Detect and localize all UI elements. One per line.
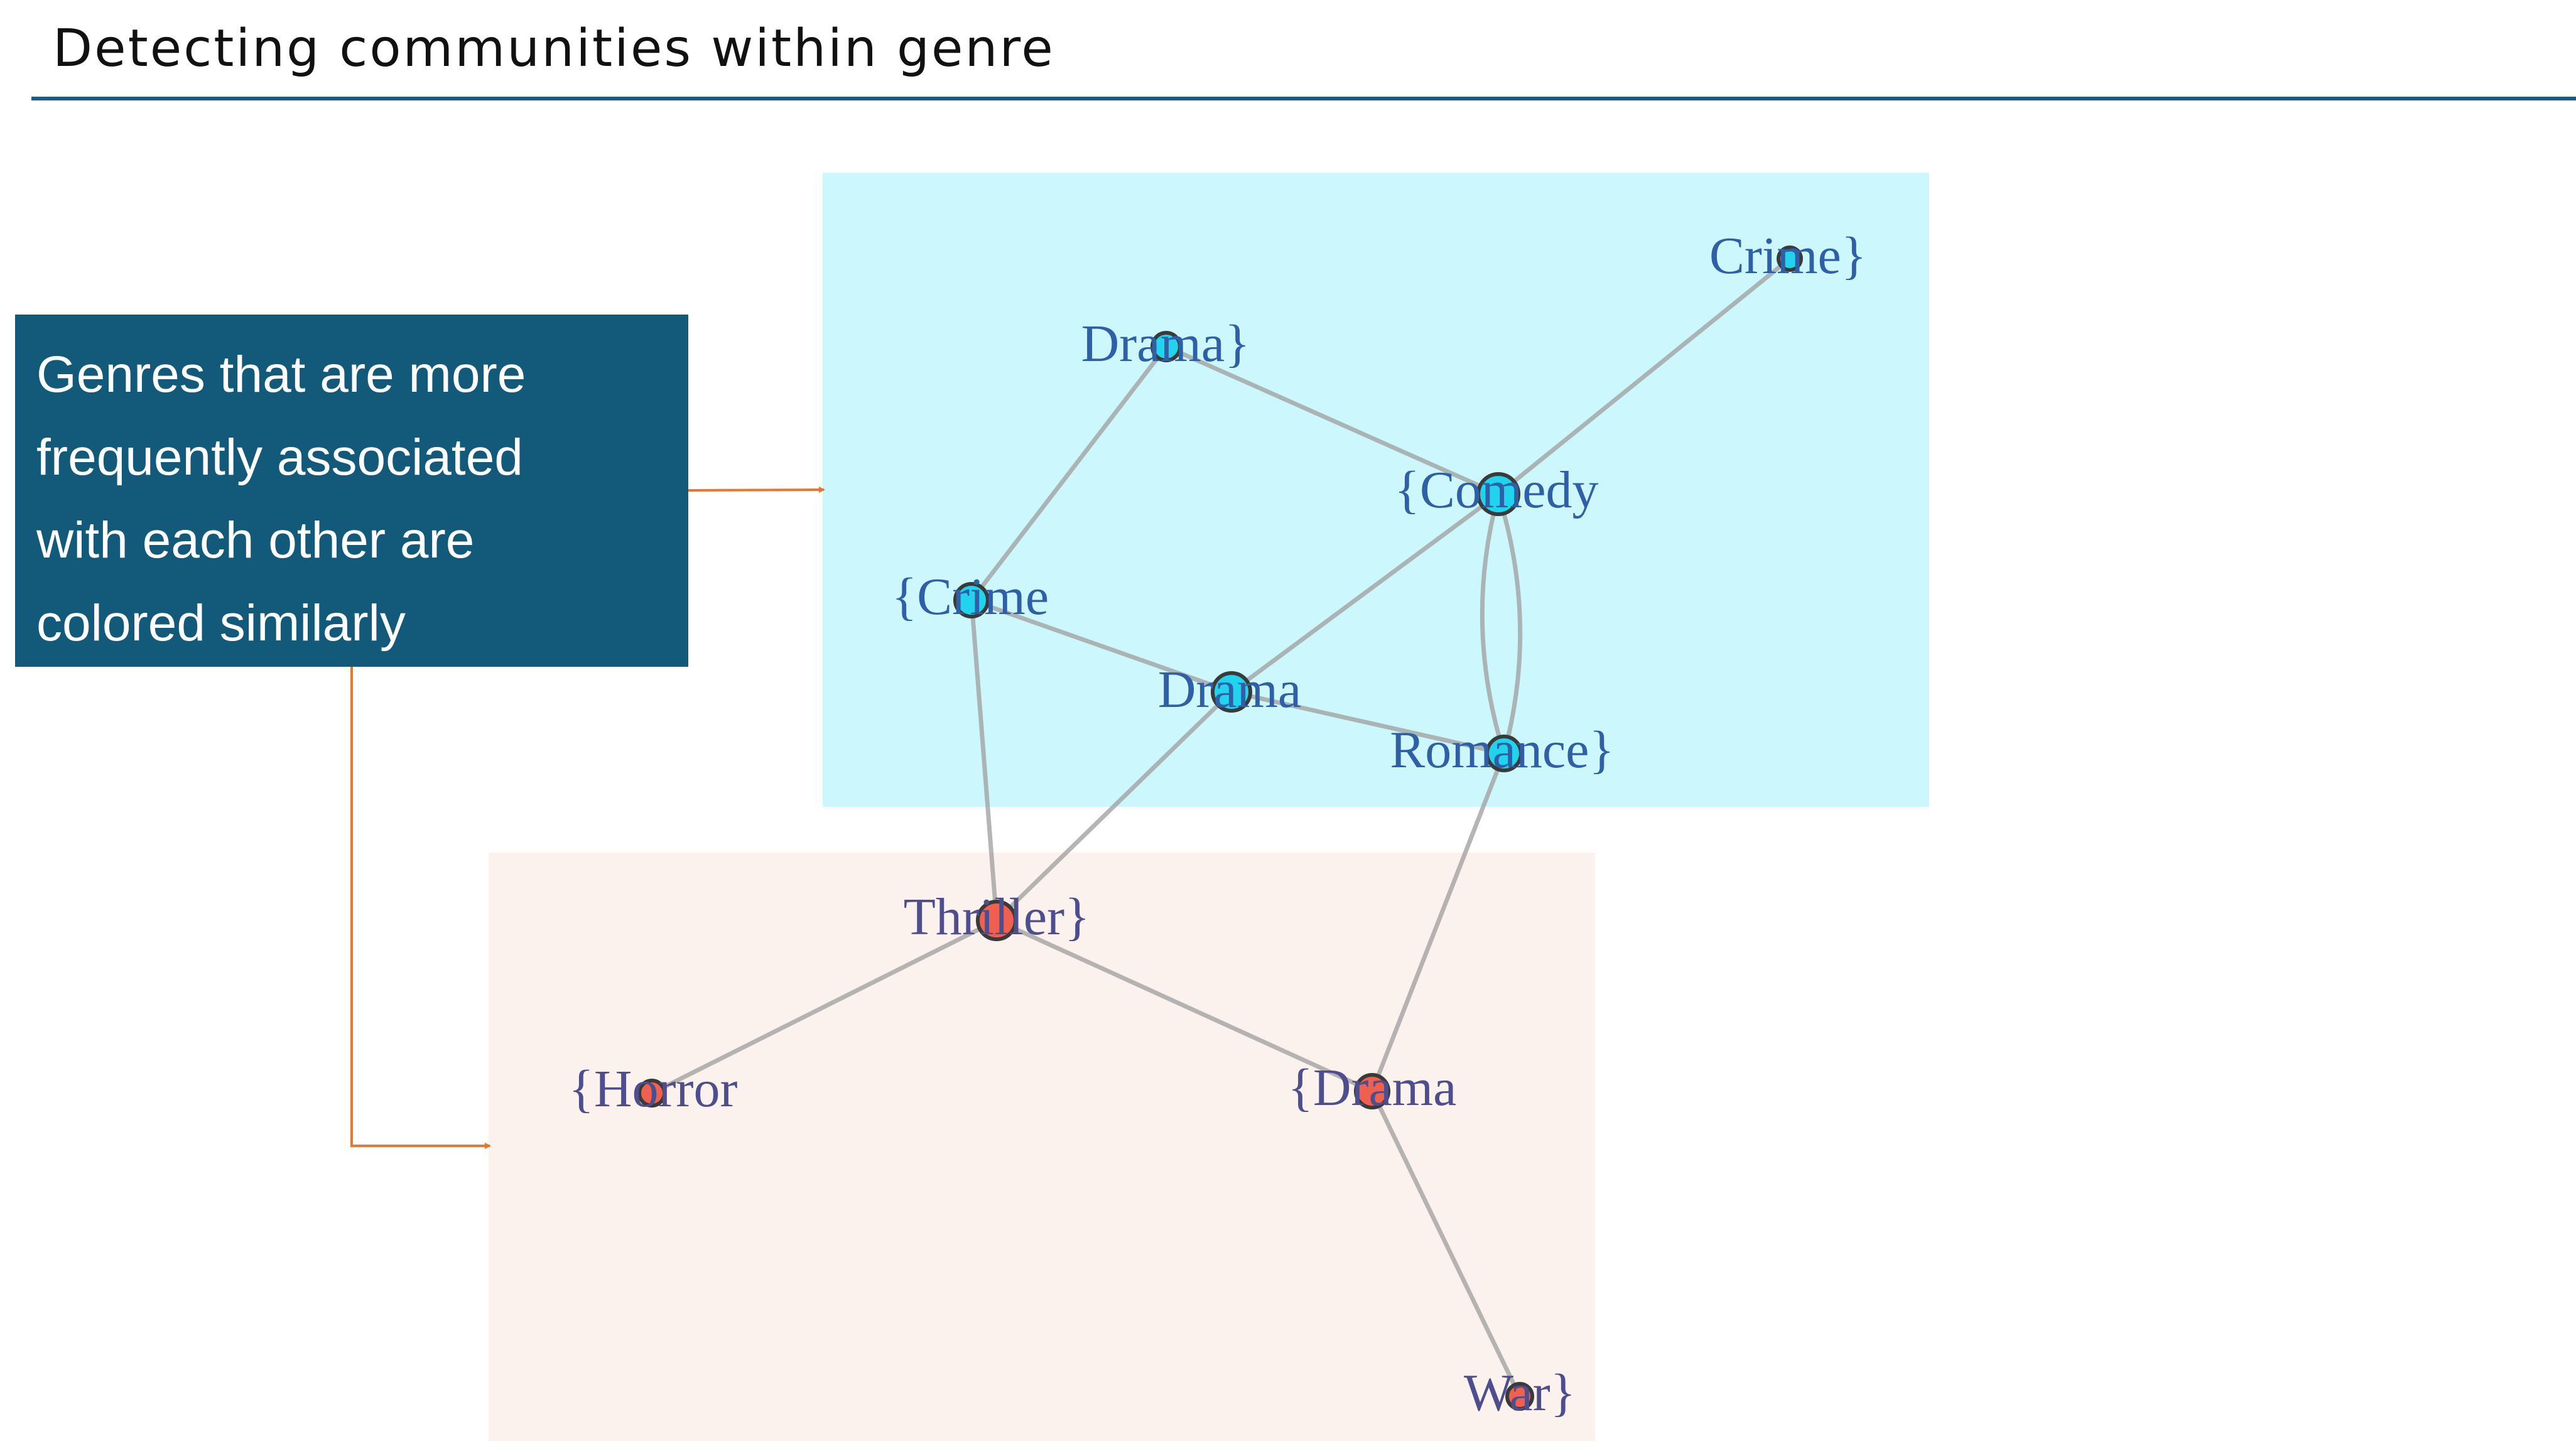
graph-edge	[651, 918, 998, 1096]
graph-node-drama-start[interactable]	[1354, 1073, 1390, 1109]
graph-edge	[970, 345, 1168, 602]
graph-node-thriller-end[interactable]	[976, 900, 1017, 941]
graph-node-drama-end[interactable]	[1150, 331, 1182, 362]
node-label: Romance}	[1390, 721, 1615, 779]
community-region-a	[823, 173, 1929, 807]
graph-node-crime-start[interactable]	[953, 582, 990, 618]
node-label: {Crime	[892, 568, 1049, 626]
graph-edge	[969, 600, 999, 921]
graph-edge	[970, 598, 1233, 694]
node-label: Crime}	[1709, 227, 1866, 285]
callout-line: colored similarly	[36, 595, 406, 652]
node-label: Drama}	[1081, 315, 1250, 373]
slide-title: Detecting communities within genre	[53, 19, 1055, 78]
callout-line: with each other are	[36, 512, 475, 569]
connector-to-community-b	[350, 667, 491, 1149]
graph-node-romance-end[interactable]	[1485, 735, 1523, 772]
graph-edges	[651, 257, 1792, 1398]
callout-connectors	[350, 487, 825, 1149]
node-label: Drama	[1158, 661, 1302, 719]
node-label: {Comedy	[1395, 461, 1599, 519]
graph-edge	[1370, 1090, 1522, 1398]
graph-edge	[1231, 689, 1505, 756]
graph-node-comedy-start[interactable]	[1476, 472, 1520, 516]
graph-node-drama-mid[interactable]	[1211, 671, 1252, 713]
graph-edge	[1496, 257, 1792, 496]
graph-node-war-end[interactable]	[1505, 1382, 1534, 1411]
callout-line: Genres that are more	[36, 346, 526, 403]
graph-edge	[995, 690, 1233, 922]
graph-nodes	[637, 245, 1803, 1411]
graph-edge	[995, 918, 1373, 1094]
graph-node-crime-end[interactable]	[1777, 245, 1803, 272]
node-label: {Horror	[569, 1060, 738, 1118]
graph-edge	[1496, 493, 1523, 754]
node-label: {Drama	[1288, 1059, 1457, 1117]
title-underline	[31, 97, 2576, 100]
callout-line: frequently associated	[36, 429, 523, 486]
graph-edge	[1480, 493, 1507, 755]
community-region-b	[489, 853, 1595, 1441]
graph-edge	[1230, 492, 1500, 694]
graph-edge	[1165, 344, 1500, 497]
graph-node-horror-start[interactable]	[637, 1079, 666, 1108]
callout-box: Genres that are more frequently associat…	[15, 315, 688, 667]
graph-edge	[1370, 752, 1507, 1092]
node-label: Thriller}	[904, 888, 1090, 946]
node-label: War}	[1464, 1364, 1576, 1422]
